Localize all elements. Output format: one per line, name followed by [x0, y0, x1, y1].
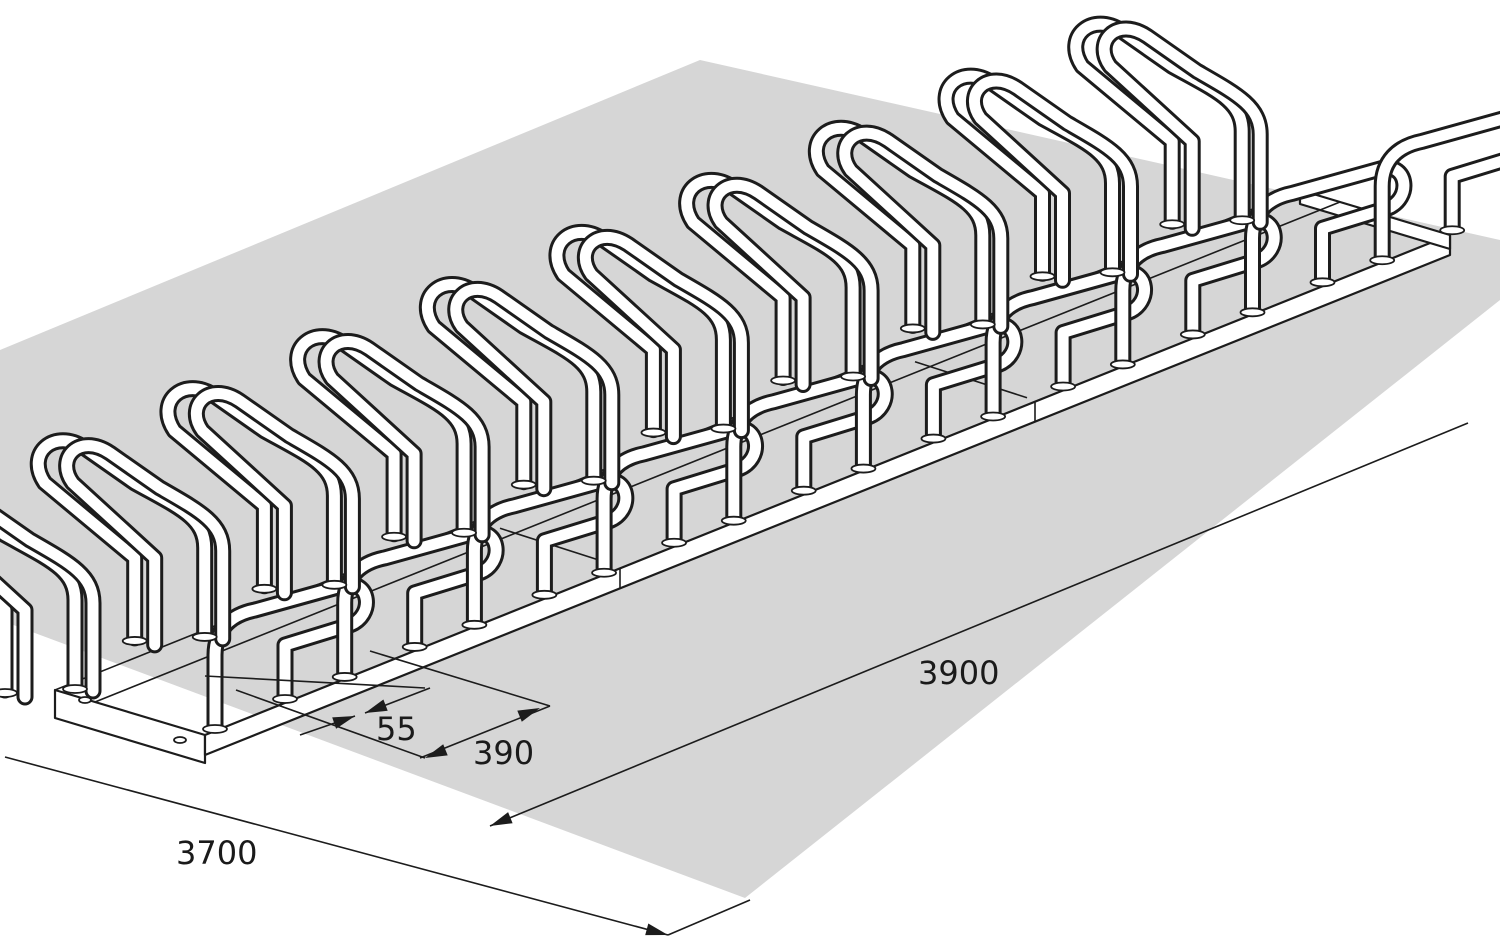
- tube-foot-pad: [0, 688, 18, 698]
- dimension-label-total-width: 3700: [176, 834, 257, 872]
- bicycle-rack: [0, 15, 1500, 765]
- high-tube-holder-inner-fill: [839, 127, 1007, 338]
- tube-foot-pad: [1029, 271, 1056, 282]
- high-tube-holder-inner: [706, 176, 880, 393]
- tube-foot-pad: [640, 427, 667, 438]
- tube-foot-pad: [661, 537, 687, 548]
- high-tube-holder-inner: [447, 280, 621, 498]
- tube-foot-pad: [899, 323, 926, 334]
- tube-foot-pad: [710, 423, 737, 434]
- tube-foot-pad: [770, 375, 797, 386]
- mounting-slot: [78, 696, 92, 704]
- tube-foot-pad: [591, 567, 617, 578]
- tube-foot-pad: [1439, 225, 1466, 236]
- tube-foot-pad: [531, 589, 558, 600]
- high-tube-holder-inner-fill: [1098, 23, 1266, 234]
- tube-foot-pad: [510, 479, 537, 490]
- high-tube-holder-inner: [576, 228, 750, 446]
- tube-foot-pad: [62, 684, 88, 694]
- dimension-label-total-length: 3900: [918, 654, 999, 692]
- tube-foot-pad: [401, 642, 428, 652]
- high-tube-holder-inner: [836, 124, 1010, 341]
- high-tube-holder-inner: [0, 508, 102, 706]
- high-tube-holder-inner: [317, 333, 491, 550]
- tube-foot-pad: [1050, 381, 1077, 392]
- dimension-label-spacing: 390: [473, 734, 534, 772]
- dimension-extension-total-width: [667, 899, 751, 936]
- tube-foot-pad: [1159, 219, 1186, 230]
- tube-foot-pad: [1309, 277, 1336, 288]
- high-tube-holder: [0, 521, 84, 699]
- rack-front-rail: [203, 233, 1452, 757]
- tube-foot-pad: [1239, 307, 1266, 318]
- dimension-line-total-length: [489, 422, 1469, 827]
- tube-foot-pad: [191, 632, 218, 642]
- tube-foot-pad: [461, 619, 488, 630]
- high-tube-holder-inner: [1095, 20, 1269, 237]
- tube-foot-pad: [1179, 329, 1206, 340]
- dimension-extension-spacing: [369, 650, 551, 707]
- dimension-lines: [4, 422, 1469, 936]
- tube-foot-pad: [331, 672, 358, 682]
- tube-foot-pad: [790, 485, 817, 496]
- dimension-arrow-total-width: [645, 923, 668, 936]
- high-tube-holder-inner: [966, 72, 1139, 289]
- tube-foot-pad: [251, 583, 278, 594]
- tube-foot-pad: [920, 433, 947, 444]
- tube-foot-pad: [969, 319, 996, 330]
- dimension-arrow-tube-offset: [332, 716, 355, 729]
- high-tube-holder-inner-fill: [579, 231, 747, 443]
- dimension-arrow-total-length: [490, 812, 513, 826]
- tube-foot-pad: [840, 371, 867, 382]
- low-tube-holder-fill: [1376, 113, 1500, 262]
- tube-foot-pad: [1099, 267, 1126, 278]
- tube-foot-pad: [202, 724, 228, 734]
- tube-foot-pad: [272, 694, 298, 704]
- high-tube-holder-inner: [58, 437, 232, 654]
- tube-foot-pad: [980, 411, 1007, 422]
- high-tube-holder-fill: [0, 524, 81, 696]
- tube-foot-pad: [1229, 215, 1256, 226]
- dimension-extension-tube-offset: [204, 675, 426, 689]
- tube-foot-pad: [451, 527, 477, 538]
- tube-foot-pad: [381, 531, 407, 542]
- high-tube-holder-inner-fill: [709, 179, 877, 390]
- dimension-line-total-width: [4, 756, 669, 936]
- high-tube-holder-inner-fill: [0, 512, 99, 703]
- low-tube-holder: [1373, 110, 1500, 265]
- mounting-slot: [173, 736, 187, 744]
- rack-end-plate-front: [53, 688, 207, 765]
- tube-foot-pad: [321, 579, 348, 590]
- tube-foot-pad: [580, 475, 607, 486]
- high-tube-holder-inner-fill: [61, 440, 229, 651]
- high-tube-holder-inner-fill: [190, 388, 358, 599]
- tube-foot-pad: [1109, 359, 1136, 370]
- tube-foot-pad: [121, 636, 148, 646]
- high-tube-holder-inner-fill: [320, 336, 488, 547]
- high-tube-holder-inner-fill: [969, 75, 1136, 286]
- tube-foot-pad: [720, 515, 747, 526]
- dimension-label-tube-offset: 55: [376, 710, 417, 748]
- tube-foot-pad: [1369, 255, 1396, 266]
- dimension-arrow-spacing: [425, 744, 448, 758]
- tube-foot-pad: [850, 463, 877, 474]
- rack-crossbar: [499, 527, 613, 566]
- dimension-arrow-tube-offset: [365, 699, 388, 713]
- high-tube-holder-inner: [187, 385, 361, 602]
- rack-center-rail: [94, 201, 1341, 703]
- dimension-arrow-spacing: [517, 708, 540, 722]
- high-tube-holder-inner-fill: [450, 283, 618, 495]
